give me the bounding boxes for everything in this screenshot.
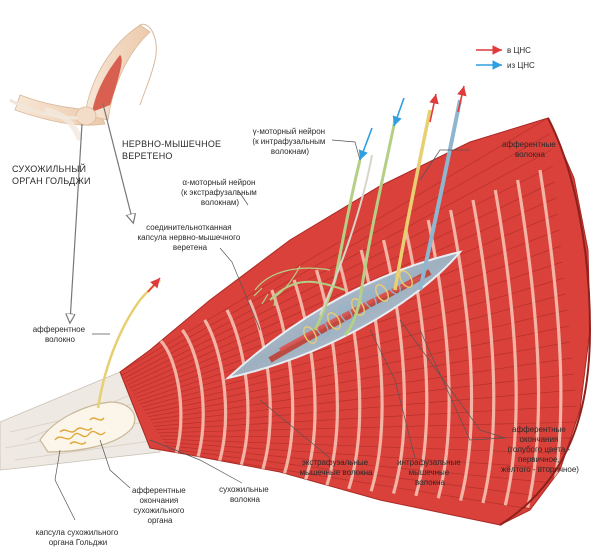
leader-lines xyxy=(54,139,506,521)
golgi-pointer-arrow xyxy=(70,123,83,322)
intrafusal-coils xyxy=(303,270,413,344)
legend: в ЦНС из ЦНС xyxy=(476,45,535,70)
legend-to-cns: в ЦНС xyxy=(507,46,531,55)
label-afferent-endings-spindle: афферентные окончания (голубого цвета - … xyxy=(501,425,579,474)
legend-from-cns: из ЦНС xyxy=(507,61,535,70)
label-golgi-endings: афферентные окончания сухожильного орган… xyxy=(132,486,188,525)
label-gamma-neuron: γ-моторный нейрон (к интрафузальным воло… xyxy=(252,127,327,156)
label-afferent-fibers: афферентные волокна xyxy=(502,140,558,159)
label-tendon-fibers: сухожильные волокна xyxy=(219,485,271,504)
label-afferent-fiber: афферентное волокно xyxy=(33,325,88,344)
label-spindle: НЕРВНО-МЫШЕЧНОЕ ВЕРЕТЕНО xyxy=(122,139,224,161)
spindle-pointer-arrow xyxy=(102,103,133,222)
nerves xyxy=(253,99,462,337)
arm-illustration xyxy=(9,23,157,142)
label-intrafusal: интрафузальные мышечные волокна xyxy=(397,458,463,487)
label-alpha-neuron: α-моторный нейрон (к экстрафузальным вол… xyxy=(181,178,259,207)
label-golgi-capsule: капсула сухожильного органа Гольджи xyxy=(36,528,121,547)
spindle-capsule xyxy=(224,250,463,380)
label-capsule: соединительнотканная капсула нервно-мыше… xyxy=(137,223,242,252)
labels: СУХОЖИЛЬНЫЙ ОРГАН ГОЛЬДЖИ НЕРВНО-МЫШЕЧНО… xyxy=(12,127,579,547)
golgi-organ xyxy=(39,277,161,453)
label-extrafusal: экстрафузальные мышечные волокна xyxy=(300,458,373,477)
label-golgi-organ: СУХОЖИЛЬНЫЙ ОРГАН ГОЛЬДЖИ xyxy=(12,163,91,186)
